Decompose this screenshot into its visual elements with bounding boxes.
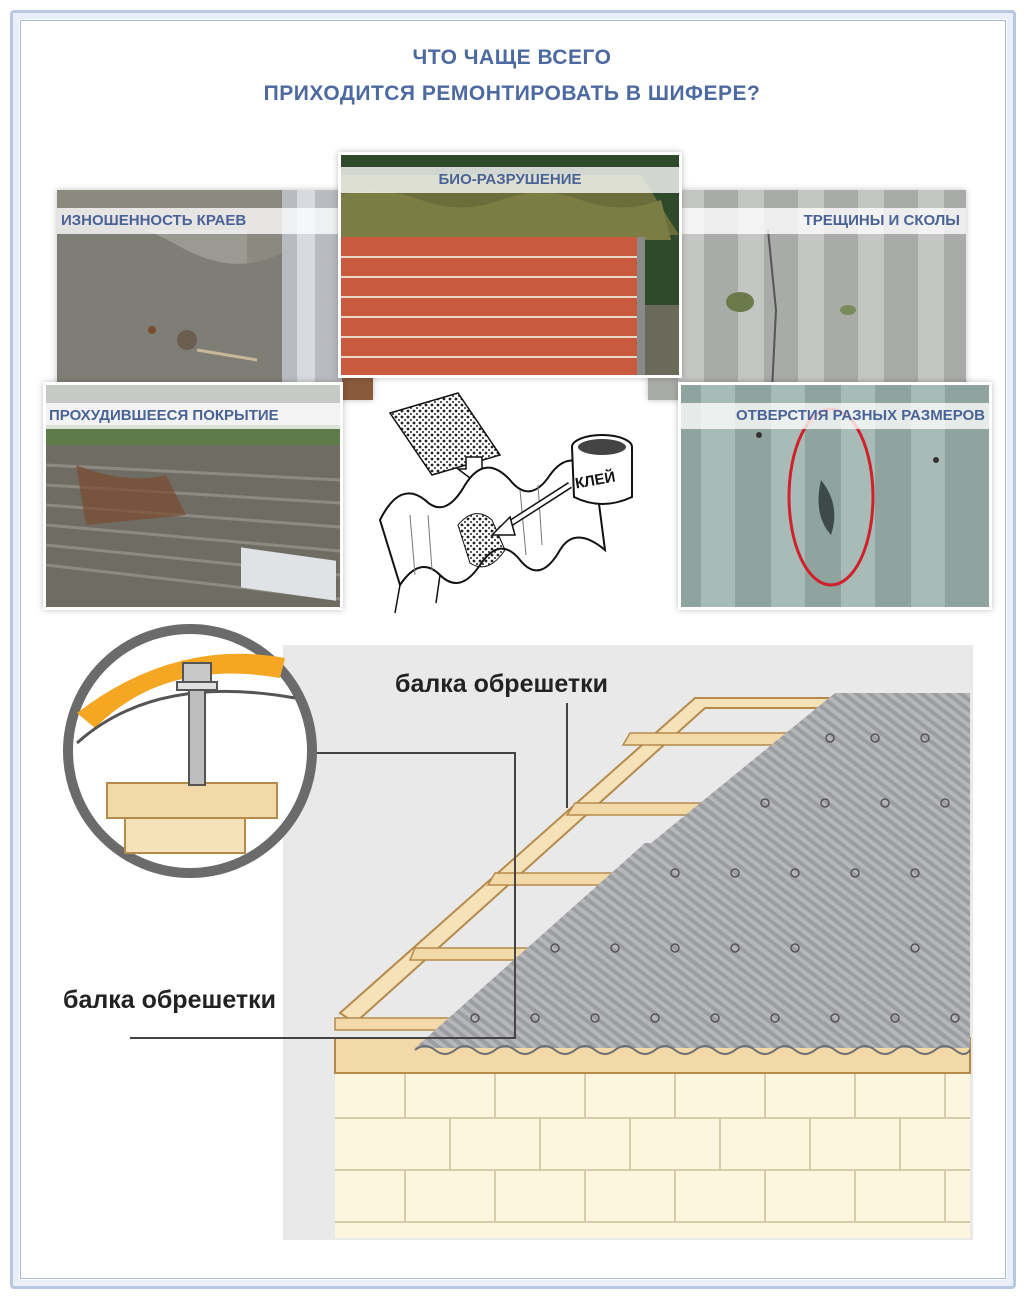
photo-holes: ОТВЕРСТИЯ РАЗНЫХ РАЗМЕРОВ — [678, 382, 992, 610]
caption-bio-destruction: БИО-РАЗРУШЕНИЕ — [341, 167, 679, 193]
caption-holes: ОТВЕРСТИЯ РАЗНЫХ РАЗМЕРОВ — [681, 403, 989, 429]
roof-construction-illustration — [63, 624, 973, 1240]
photo-cracks: ТРЕЩИНЫ И СКОЛЫ — [648, 190, 966, 400]
caption-cracks: ТРЕЩИНЫ И СКОЛЫ — [648, 208, 966, 234]
patch-repair-diagram: КЛЕЙ — [370, 385, 650, 620]
photo-edge-wear: ИЗНОШЕННОСТЬ КРАЕВ — [57, 190, 373, 400]
label-batten-top: балка обрешетки — [395, 670, 609, 698]
label-batten-left: балка обрешетки — [63, 986, 277, 1014]
caption-leaky-roof: ПРОХУДИВШЕЕСЯ ПОКРЫТИЕ — [46, 403, 340, 429]
photo-leaky-roof: ПРОХУДИВШЕЕСЯ ПОКРЫТИЕ — [43, 382, 343, 610]
outer-frame — [10, 10, 1016, 1289]
roof-construction-diagram: балка обрешетки балка обрешетки — [55, 618, 975, 1243]
leaky-roof-image — [46, 385, 340, 607]
title-line-2: ПРИХОДИТСЯ РЕМОНТИРОВАТЬ В ШИФЕРЕ? — [263, 82, 761, 105]
caption-edge-wear: ИЗНОШЕННОСТЬ КРАЕВ — [57, 208, 373, 234]
patch-repair-illustration — [378, 392, 633, 614]
title-line-1: ЧТО ЧАЩЕ ВСЕГО — [412, 46, 612, 69]
photo-bio-destruction: БИО-РАЗРУШЕНИЕ — [338, 152, 682, 378]
